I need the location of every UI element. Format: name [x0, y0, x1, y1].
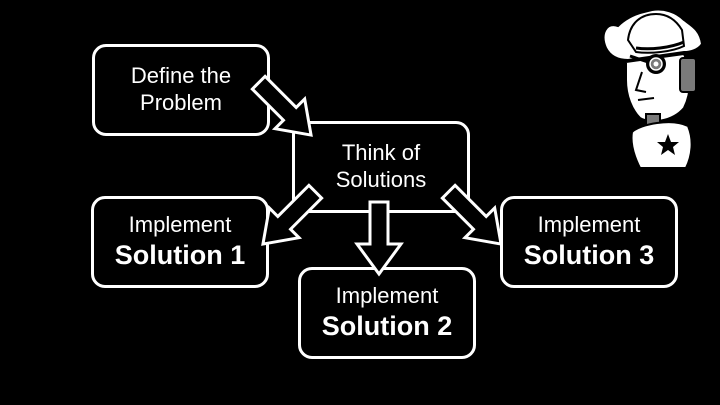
define-problem-box: Define the Problem — [92, 44, 270, 136]
implement-solution-2-name: Solution 2 — [321, 310, 453, 341]
implement-solution-2-box: Implement Solution 2 — [298, 267, 476, 359]
implement-solution-3-name: Solution 3 — [523, 239, 655, 270]
implement-solution-1-name: Solution 1 — [114, 239, 246, 270]
think-of-solutions-box: Think of Solutions — [292, 121, 470, 213]
think-of-solutions-line2: Solutions — [335, 167, 427, 192]
implement-solution-2-label: Implement — [335, 283, 439, 309]
think-of-solutions-line1: Think of — [341, 140, 421, 166]
implement-solution-1-box: Implement Solution 1 — [91, 196, 269, 288]
cowboy-robot-mascot-icon — [602, 8, 704, 169]
implement-solution-3-label: Implement — [537, 212, 641, 238]
define-problem-line2: Problem — [140, 90, 222, 115]
define-problem-line1: Define the — [130, 63, 232, 89]
implement-solution-3-box: Implement Solution 3 — [500, 196, 678, 288]
implement-solution-1-label: Implement — [128, 212, 232, 238]
